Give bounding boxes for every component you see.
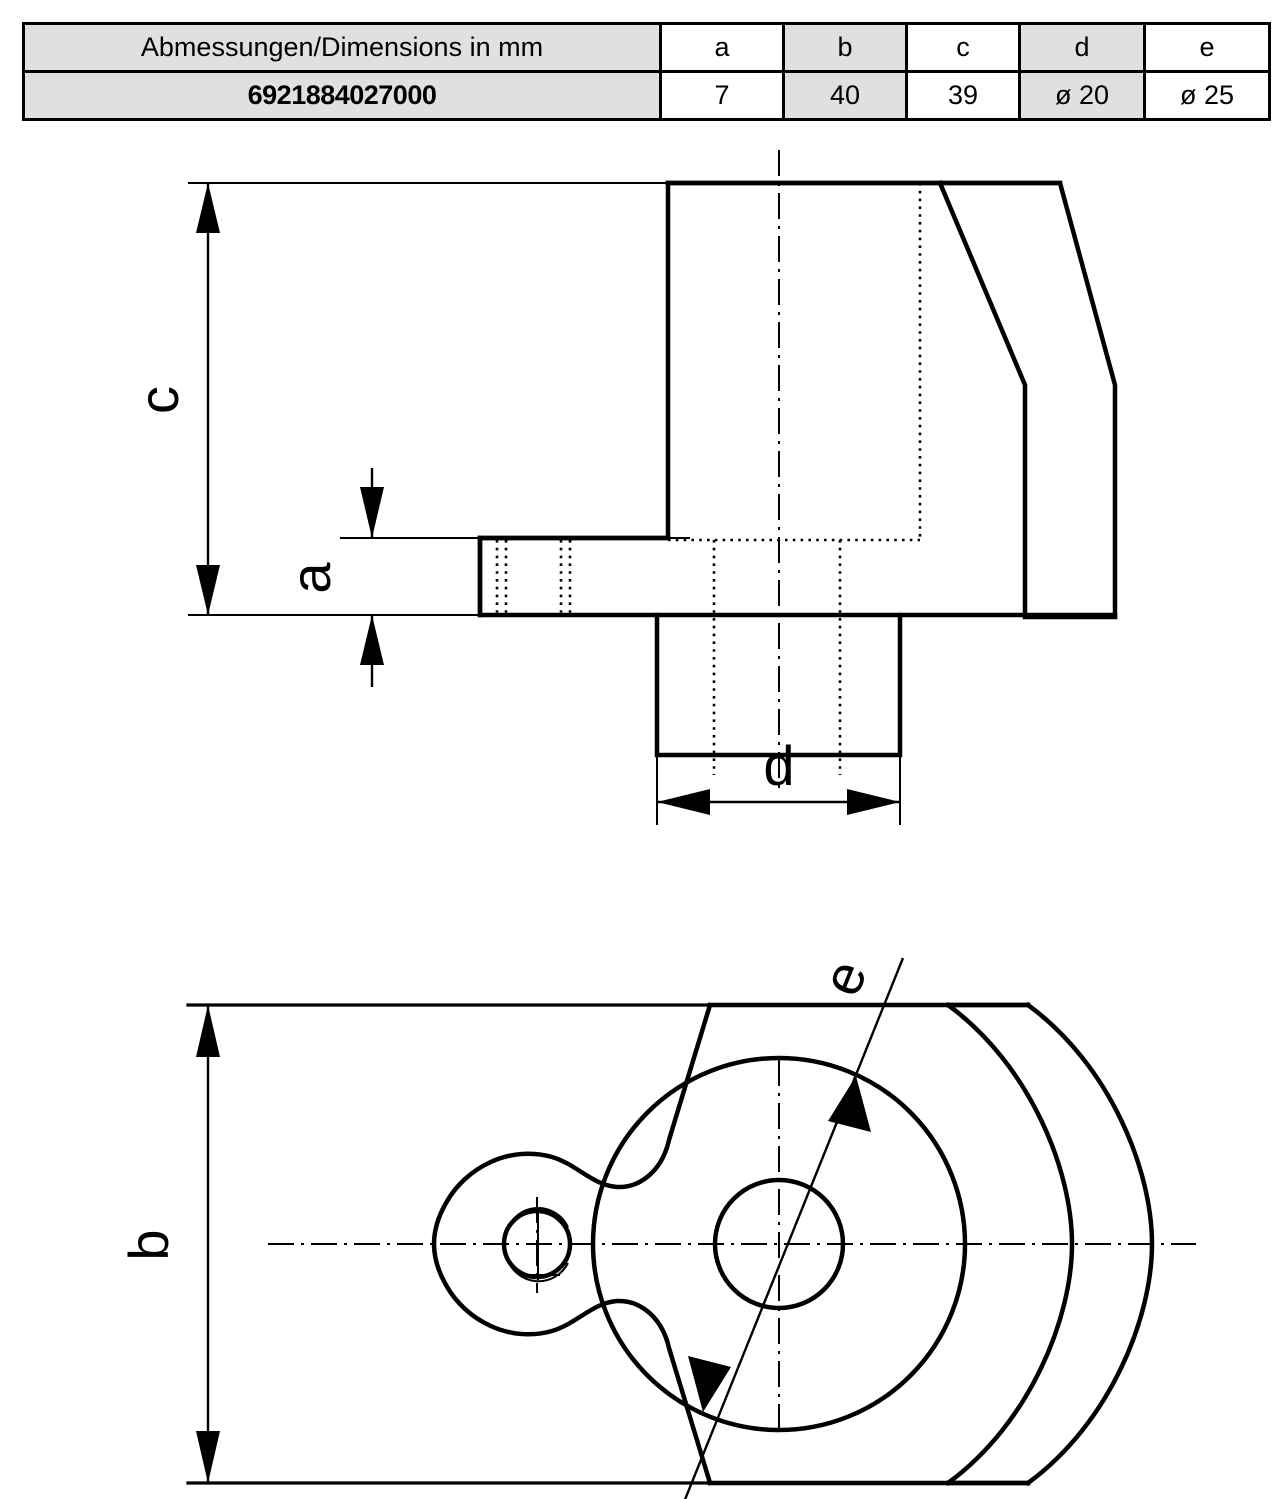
dimension-label-d: d xyxy=(763,734,794,797)
plan-view: b xyxy=(117,951,1196,1499)
column-header-b: b xyxy=(782,22,908,73)
body-main-outline xyxy=(477,180,1118,618)
arrowhead-e-lower xyxy=(688,1356,731,1412)
side-elevation-view: c a xyxy=(127,150,1118,825)
value-cell-d: ø 20 xyxy=(1018,70,1146,121)
arrowhead-d-left xyxy=(657,789,710,815)
arrowhead-b-top xyxy=(196,1005,220,1057)
value-cell-c: 39 xyxy=(905,70,1021,121)
plan-body-outline-left xyxy=(431,1002,713,1486)
dimension-label-b: b xyxy=(117,1229,180,1260)
value-cell-a: 7 xyxy=(659,70,785,121)
column-header-d: d xyxy=(1018,22,1146,73)
column-header-a: a xyxy=(659,22,785,73)
plan-small-hole-arc-bottom xyxy=(506,1257,569,1283)
dimension-line-e xyxy=(683,957,905,1499)
plan-right-inner-arc xyxy=(944,1001,1075,1487)
arrowhead-c-top xyxy=(196,183,220,233)
value-cell-b: 40 xyxy=(782,70,908,121)
column-header-c: c xyxy=(905,22,1021,73)
arrowhead-b-bottom xyxy=(196,1431,220,1483)
dimension-label-c: c xyxy=(127,386,190,414)
dimension-label-a: a xyxy=(279,562,342,594)
arrowhead-d-right xyxy=(847,789,900,815)
part-number-cell: 6921884027000 xyxy=(22,70,662,121)
arrowhead-e-upper xyxy=(828,1076,871,1132)
dimensions-table: Abmessungen/Dimensions in mm a b c d e 6… xyxy=(22,22,1271,121)
arrowhead-a-bottom xyxy=(360,615,384,665)
value-cell-e: ø 25 xyxy=(1143,70,1271,121)
dimension-label-e: e xyxy=(809,951,879,1003)
table-data-row: 6921884027000 7 40 39 ø 20 ø 25 xyxy=(22,70,1271,121)
drawing-canvas: c a xyxy=(0,135,1280,1499)
table-title-cell: Abmessungen/Dimensions in mm xyxy=(22,22,662,73)
boss-outline xyxy=(654,612,903,758)
arrowhead-a-top xyxy=(360,487,384,538)
body-chamfer-band xyxy=(665,180,1118,620)
arrowhead-c-bottom xyxy=(196,565,220,615)
table-header-row: Abmessungen/Dimensions in mm a b c d e xyxy=(22,22,1271,73)
column-header-e: e xyxy=(1143,22,1271,73)
technical-drawing-svg: c a xyxy=(117,150,1196,1499)
dimensions-table-container: Abmessungen/Dimensions in mm a b c d e 6… xyxy=(22,22,1271,121)
